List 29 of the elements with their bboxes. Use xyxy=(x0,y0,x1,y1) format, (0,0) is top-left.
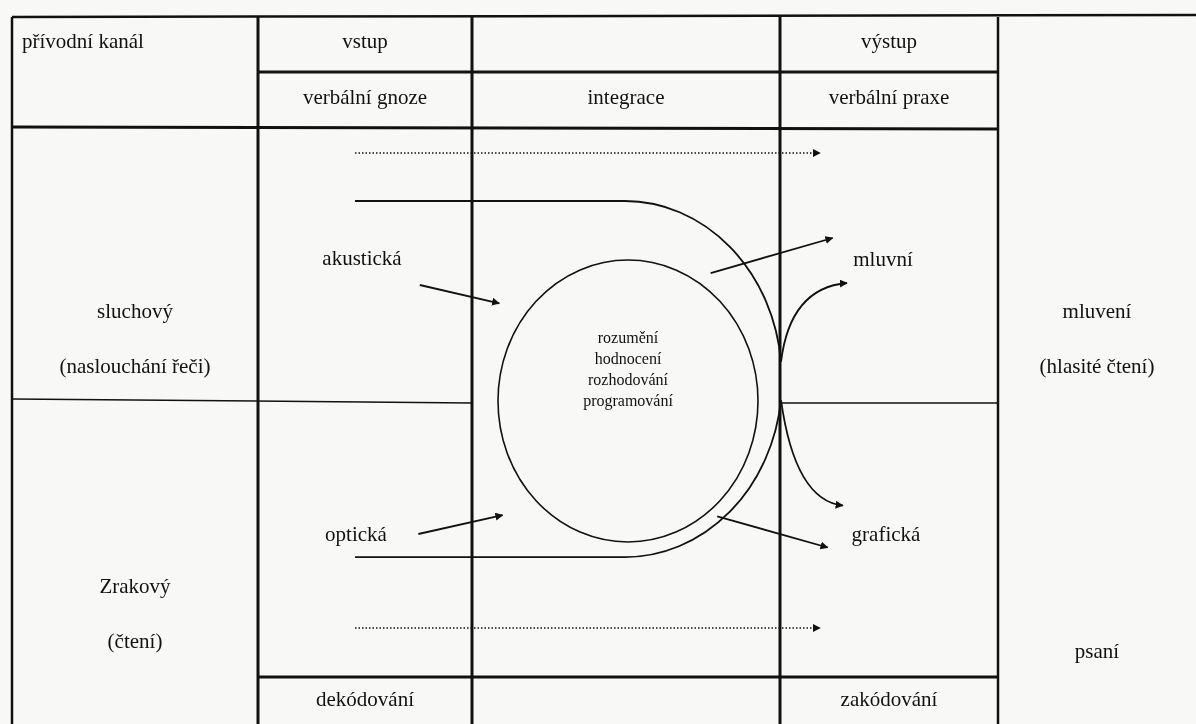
arrow xyxy=(417,512,504,535)
table-text: zakódování xyxy=(840,688,938,712)
table-text: mluvení xyxy=(1062,300,1132,324)
node-text: programování xyxy=(582,392,674,411)
node-label: grafická xyxy=(832,519,940,549)
table-text: dekódování xyxy=(316,688,414,712)
table-text: integrace xyxy=(587,86,665,110)
arrow xyxy=(354,399,844,558)
table-text: vstup xyxy=(342,30,388,54)
table-text: (naslouchání řeči) xyxy=(59,355,211,379)
arrow xyxy=(418,284,501,306)
table-text: (hlasité čtení) xyxy=(1039,355,1155,379)
arrow xyxy=(716,515,829,550)
node-text: hodnocení xyxy=(593,350,663,369)
node-text: rozhodování xyxy=(587,371,669,390)
table-text: verbální praxe xyxy=(828,86,950,110)
table-text: přívodní kanál xyxy=(22,30,144,54)
node-label: optická xyxy=(308,519,404,549)
arrow xyxy=(354,200,848,363)
table-text: psaní xyxy=(1074,640,1120,664)
table-text: výstup xyxy=(861,30,917,54)
table-text: (čtení) xyxy=(107,630,163,654)
table-text: sluchový xyxy=(97,300,173,324)
node-label: akustická xyxy=(303,243,421,273)
table-text: Zrakový xyxy=(99,575,171,599)
node-label: mluvní xyxy=(838,244,928,274)
table-text: verbální gnoze xyxy=(302,86,428,110)
node-text: rozumění xyxy=(596,329,660,348)
arrow xyxy=(709,236,834,274)
